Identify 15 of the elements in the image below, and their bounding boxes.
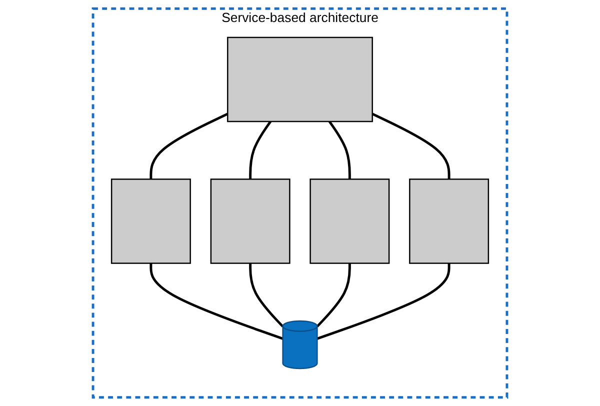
- node-box: [227, 36, 373, 122]
- node-box: [409, 178, 490, 264]
- connector: [316, 263, 351, 328]
- node-box: [110, 178, 191, 264]
- node-box: [310, 178, 390, 264]
- connector: [316, 263, 450, 340]
- connector: [249, 263, 284, 328]
- node-cylinder: [282, 320, 318, 370]
- node-box: [210, 178, 290, 264]
- connector: [328, 120, 351, 180]
- cluster: Service-based architecture: [92, 7, 508, 399]
- connector: [150, 263, 284, 340]
- connector: [372, 112, 450, 180]
- connector: [150, 112, 228, 180]
- connector: [249, 120, 272, 180]
